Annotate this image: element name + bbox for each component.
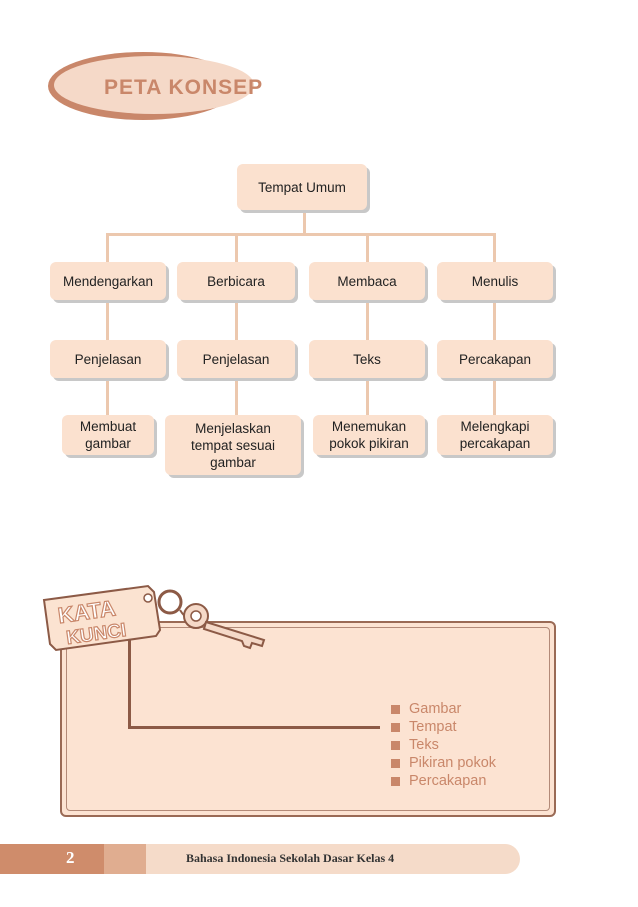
connector-col2-top	[235, 233, 238, 263]
keyword-item: Percakapan	[391, 772, 496, 790]
keyword-item: Tempat	[391, 718, 496, 736]
connector-col3-top	[366, 233, 369, 263]
topic-node-col2: Penjelasan	[177, 340, 295, 378]
section-title-badge: PETA KONSEP	[48, 52, 348, 122]
connector-col2-low	[235, 378, 238, 416]
keyword-label: Pikiran pokok	[409, 755, 497, 771]
skill-node-mendengarkan: Mendengarkan	[50, 262, 166, 300]
keyword-label: Gambar	[409, 701, 462, 717]
page-number: 2	[66, 848, 75, 867]
kata-kunci-tag-illustration: KATA KUNCI	[42, 584, 266, 652]
keyword-box-inner-border	[66, 627, 550, 811]
activity-node-col4: Melengkapi percakapan	[437, 415, 553, 455]
footer-accent-block	[104, 844, 146, 874]
keyword-label: Teks	[409, 737, 439, 753]
topic-node-col4: Percakapan	[437, 340, 553, 378]
footer-page-block	[0, 844, 104, 874]
bullet-square-icon	[391, 758, 400, 768]
keyword-item: Pikiran pokok	[391, 754, 496, 772]
connector-col1-top	[106, 233, 109, 263]
concept-root-node: Tempat Umum	[237, 164, 367, 210]
keyword-box	[60, 621, 556, 817]
tag-shape	[42, 584, 162, 652]
topic-node-col1: Penjelasan	[50, 340, 166, 378]
connector-col1-mid	[106, 301, 109, 341]
activity-node-col2: Menjelaskan tempat sesuai gambar	[165, 415, 301, 475]
skill-node-membaca: Membaca	[309, 262, 425, 300]
connector-col1-low	[106, 378, 109, 416]
keyword-connector-horizontal	[128, 726, 380, 729]
keyword-label: Percakapan	[409, 773, 487, 789]
key-icon	[157, 589, 266, 650]
bullet-square-icon	[391, 776, 400, 786]
connector-col2-mid	[235, 301, 238, 341]
bullet-square-icon	[391, 704, 400, 714]
page-title: PETA KONSEP	[104, 76, 264, 99]
connector-horizontal	[106, 233, 496, 236]
keyword-item: Teks	[391, 736, 496, 754]
bullet-square-icon	[391, 722, 400, 732]
skill-node-menulis: Menulis	[437, 262, 553, 300]
book-title: Bahasa Indonesia Sekolah Dasar Kelas 4	[186, 851, 395, 865]
connector-root-down	[303, 211, 306, 235]
topic-node-col3: Teks	[309, 340, 425, 378]
keyword-item: Gambar	[391, 700, 496, 718]
connector-col4-low	[493, 378, 496, 416]
bullet-square-icon	[391, 740, 400, 750]
activity-node-col3: Menemukan pokok pikiran	[313, 415, 425, 455]
activity-node-col1: Membuat gambar	[62, 415, 154, 455]
connector-col4-top	[493, 233, 496, 263]
keyword-label: Tempat	[409, 719, 457, 735]
keyword-connector-vertical	[128, 636, 131, 728]
skill-node-berbicara: Berbicara	[177, 262, 295, 300]
keyword-list: Gambar Tempat Teks Pikiran pokok Percaka…	[391, 700, 496, 790]
connector-col3-mid	[366, 301, 369, 341]
connector-col3-low	[366, 378, 369, 416]
title-ellipse	[54, 56, 254, 114]
connector-col4-mid	[493, 301, 496, 341]
